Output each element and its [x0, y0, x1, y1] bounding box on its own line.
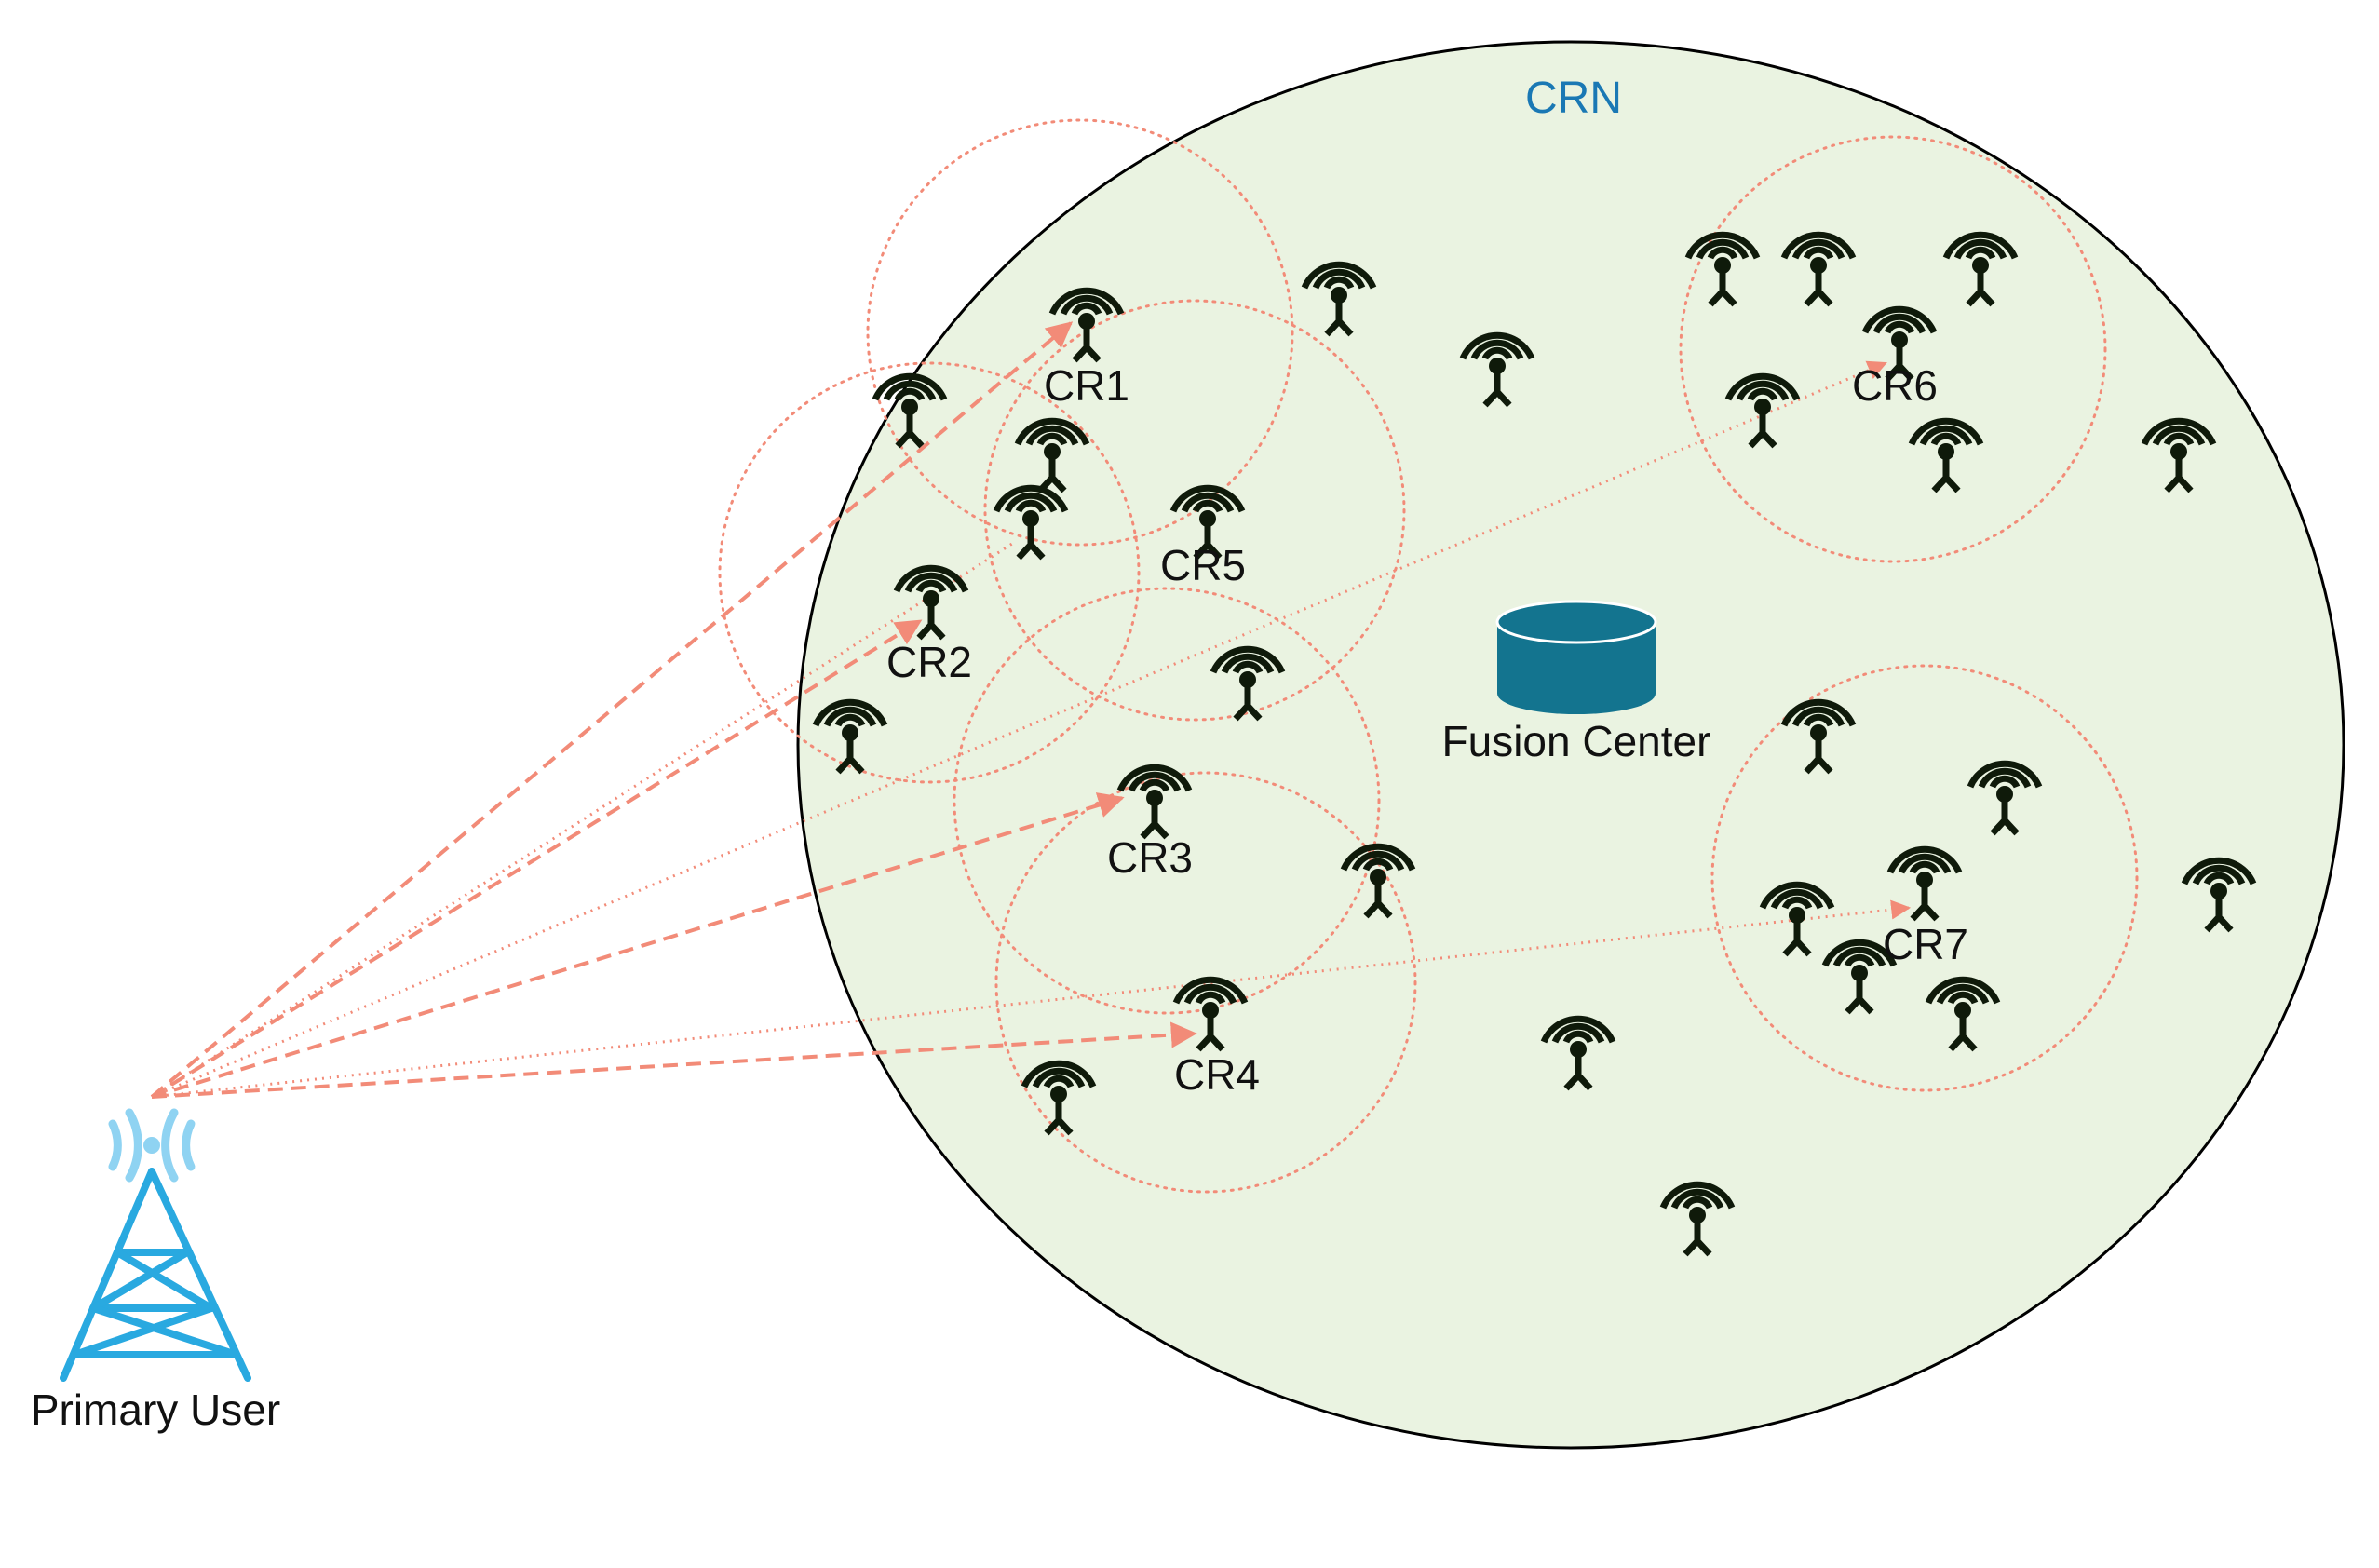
crn-area: [796, 40, 2345, 1450]
tower-icon: [60, 1168, 251, 1382]
link-to-cr1: [150, 321, 1074, 1099]
primary-user: Primary User: [31, 1108, 280, 1434]
fusion-center-icon-top: [1495, 600, 1657, 644]
range-cr3: [953, 587, 1381, 1015]
crn-title: CRN: [1525, 74, 1622, 123]
node-labels: CR1 CR2 CR3 CR4 CR5 CR6 CR7: [886, 361, 1968, 1099]
sensing-ranges: [718, 118, 2139, 1194]
label-cr6: CR6: [1852, 361, 1938, 410]
label-cr7: CR7: [1883, 920, 1968, 968]
label-cr3: CR3: [1107, 833, 1193, 882]
link-to-cr4: [151, 1021, 1197, 1099]
link-to-cr3: [151, 792, 1125, 1099]
label-cr1: CR1: [1044, 361, 1129, 410]
tower-waves-icon: [108, 1108, 196, 1183]
label-cr2: CR2: [886, 638, 972, 686]
range-cr2: [718, 361, 1141, 784]
range-cr5: [983, 299, 1406, 722]
label-cr4: CR4: [1174, 1050, 1260, 1099]
link-to-cr6: [151, 360, 1887, 1099]
range-cr1: [866, 118, 1294, 547]
range-cr7: [1710, 664, 2139, 1092]
range-cr6: [1679, 135, 2107, 563]
label-cr5: CR5: [1160, 541, 1246, 589]
link-to-cr2: [150, 619, 923, 1099]
primary-user-label: Primary User: [31, 1386, 280, 1434]
tower-antenna-icon: [143, 1137, 160, 1154]
range-cr4: [994, 771, 1417, 1194]
fusion-center: Fusion Center: [1442, 600, 1711, 765]
fusion-center-label: Fusion Center: [1442, 717, 1711, 765]
links: [150, 321, 1912, 1099]
